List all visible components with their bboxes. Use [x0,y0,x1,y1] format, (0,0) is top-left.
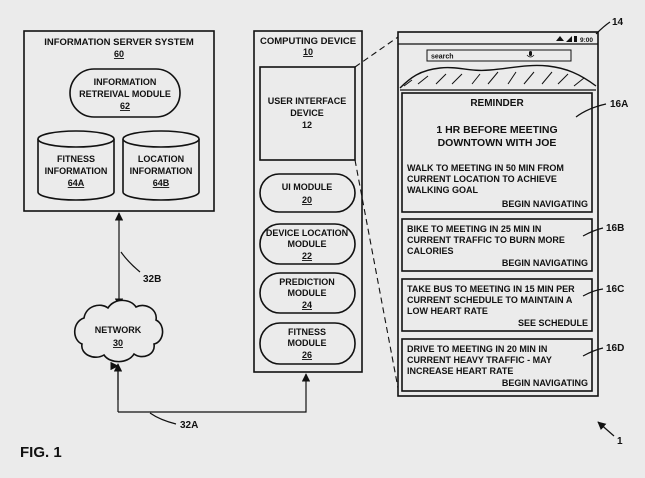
card-16a-ref: 16A [610,99,628,110]
card-text-line1: DRIVE TO MEETING IN 20 MIN IN [407,344,547,354]
microphone-icon[interactable] [526,51,535,58]
fitness-db-ref: 64A [68,178,85,188]
fitness-module-line2: MODULE [288,338,327,348]
device-location-module-ref: 22 [302,251,312,261]
card-16c-leader [582,288,604,297]
fitness-module: FITNESS MODULE 26 [259,322,356,365]
location-db-ref: 64B [153,178,170,188]
card-text-line1: TAKE BUS TO MEETING IN 15 MIN PER [407,284,575,294]
see-schedule-button[interactable]: SEE SCHEDULE [518,318,588,328]
card-16c-ref: 16C [606,284,624,295]
location-db-line2: INFORMATION [130,166,193,176]
server-ref: 60 [114,49,124,59]
search-placeholder: search [431,54,454,61]
link-32b-leader [120,251,141,273]
retrieval-module-ref: 62 [120,101,130,111]
fitness-db-line2: INFORMATION [45,166,108,176]
card-text-line2: CURRENT SCHEDULE TO MAINTAIN A [407,295,573,305]
card-text-line3: WALKING GOAL [407,185,478,195]
device-location-module: DEVICE LOCATION MODULE 22 [259,223,356,265]
card-16b-leader [582,227,604,237]
signal-icon [566,36,572,42]
ui-module: UI MODULE 20 [259,173,356,213]
fitness-module-ref: 26 [302,350,312,360]
fitness-module-line1: FITNESS [288,327,326,337]
mobile-device-screen: 9:00 search REMINDER 1 HR BEFORE MEETING… [397,31,599,397]
ui-device-line1: USER INTERFACE [268,96,347,106]
system-ref-arrow [597,421,615,437]
reminder-card-16b[interactable]: BIKE TO MEETING IN 25 MIN IN CURRENT TRA… [401,218,593,272]
network-cloud: NETWORK 30 [73,299,164,363]
reminder-card-16a[interactable]: REMINDER 1 HR BEFORE MEETING DOWNTOWN WI… [401,92,593,213]
card-headline-line2: DOWNTOWN WITH JOE [438,137,557,149]
prediction-module-line1: PREDICTION [279,277,335,287]
ui-device-line2: DEVICE [290,108,324,118]
link-32b-label: 32B [143,274,161,285]
device-location-module-line1: DEVICE LOCATION [266,228,348,238]
fitness-information-database: FITNESS INFORMATION 64A [37,130,115,201]
ui-module-line1: UI MODULE [282,182,333,192]
card-header: REMINDER [470,98,524,109]
wifi-icon [556,36,564,41]
card-16a-leader [575,103,607,118]
network-label: NETWORK [95,325,142,335]
card-text-line2: CURRENT HEAVY TRAFFIC - MAY [407,355,552,365]
card-text-line1: WALK TO MEETING IN 50 MIN FROM [407,163,564,173]
reminder-card-16c[interactable]: TAKE BUS TO MEETING IN 15 MIN PER CURREN… [401,278,593,332]
phone-ref-leader [595,21,611,35]
device-location-module-line2: MODULE [288,239,327,249]
search-input[interactable] [426,49,572,62]
system-ref: 1 [617,436,623,447]
location-db-line1: LOCATION [138,154,184,164]
link-32a-leader [149,412,177,425]
figure-label: FIG. 1 [20,444,62,461]
computing-device-ref: 10 [303,47,313,57]
landscape-illustration [399,64,597,91]
information-server-system: INFORMATION SERVER SYSTEM 60 INFORMATION… [23,30,215,212]
card-text-line1: BIKE TO MEETING IN 25 MIN IN [407,224,541,234]
card-text-line3: CALORIES [407,246,454,256]
card-text-line2: CURRENT LOCATION TO ACHIEVE [407,174,557,184]
projection-line-bottom [354,159,399,389]
status-bar: 9:00 [556,36,593,44]
phone-ref: 14 [612,17,624,28]
server-title: INFORMATION SERVER SYSTEM [44,37,194,48]
card-16b-ref: 16B [606,223,624,234]
computing-device-title: COMPUTING DEVICE [260,36,356,47]
card-16d-leader [582,347,604,357]
fitness-db-line1: FITNESS [57,154,95,164]
user-interface-device: USER INTERFACE DEVICE 12 [259,66,356,161]
status-time: 9:00 [580,37,593,44]
card-text-line3: LOW HEART RATE [407,306,488,316]
card-16d-ref: 16D [606,343,624,354]
projection-line-top [354,36,399,68]
prediction-module-line2: MODULE [288,288,327,298]
location-information-database: LOCATION INFORMATION 64B [122,130,200,201]
card-text-line2: CURRENT TRAFFIC TO BURN MORE [407,235,565,245]
computing-device: COMPUTING DEVICE 10 USER INTERFACE DEVIC… [253,30,363,373]
retrieval-module-line1: INFORMATION [94,77,157,87]
begin-navigating-button[interactable]: BEGIN NAVIGATING [502,258,588,268]
reminder-card-16d[interactable]: DRIVE TO MEETING IN 20 MIN IN CURRENT HE… [401,338,593,392]
ui-module-ref: 20 [302,195,312,205]
begin-navigating-button[interactable]: BEGIN NAVIGATING [502,378,588,388]
link-32a-label: 32A [180,420,198,431]
battery-icon [574,36,577,42]
card-text-line3: INCREASE HEART RATE [407,366,513,376]
prediction-module-ref: 24 [302,300,312,310]
ui-device-ref: 12 [302,120,312,130]
card-headline-line1: 1 HR BEFORE MEETING [436,124,557,136]
information-retrieval-module: INFORMATION RETREIVAL MODULE 62 [69,68,181,118]
prediction-module: PREDICTION MODULE 24 [259,272,356,314]
begin-navigating-button[interactable]: BEGIN NAVIGATING [502,199,588,209]
retrieval-module-line2: RETREIVAL MODULE [79,89,171,99]
network-ref: 30 [113,338,123,348]
